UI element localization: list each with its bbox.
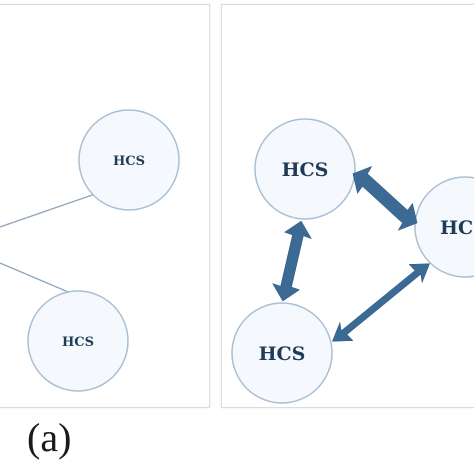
hcs-node-label: HCS	[259, 343, 306, 365]
link-line-upper	[0, 192, 99, 228]
double-arrow-top-to-bottom	[272, 220, 312, 302]
hcs-node-left-bottom	[27, 290, 129, 392]
hcs-node-right-side	[414, 176, 474, 278]
hcs-node-label: HCS	[62, 335, 94, 350]
hcs-node-label: HC	[440, 217, 473, 239]
hcs-node-label: HCS	[113, 154, 145, 169]
hcs-node-right-top	[254, 118, 356, 220]
double-arrow-side-to-bottom	[332, 263, 430, 342]
hcs-node-label: HCS	[282, 159, 329, 181]
figure-caption: (a)	[27, 415, 72, 460]
hcs-node-right-bottom	[231, 302, 333, 404]
link-line-lower	[0, 262, 81, 298]
double-arrow-top-to-side	[352, 165, 418, 231]
hcs-node-left-top	[78, 109, 180, 211]
